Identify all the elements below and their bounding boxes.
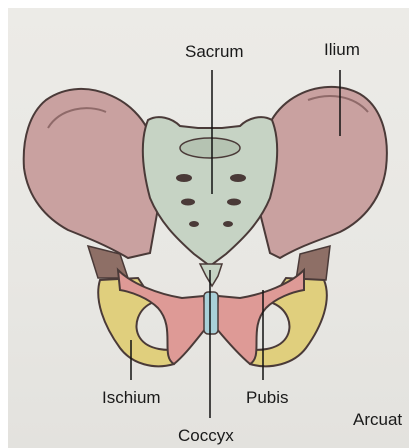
label-coccyx: Coccyx	[178, 426, 234, 446]
label-ischium: Ischium	[102, 388, 161, 408]
label-arcuate: Arcuat	[353, 410, 402, 430]
label-sacrum: Sacrum	[185, 42, 244, 62]
pelvis-illustration	[8, 8, 409, 448]
pubic-symphysis	[204, 292, 218, 334]
coccyx	[200, 264, 222, 286]
label-pubis: Pubis	[246, 388, 289, 408]
left-ilium	[24, 89, 158, 258]
right-ilium	[260, 87, 387, 258]
textbook-page: Sacrum Ilium Ischium Pubis Coccyx Arcuat	[8, 8, 409, 448]
label-ilium: Ilium	[324, 40, 360, 60]
